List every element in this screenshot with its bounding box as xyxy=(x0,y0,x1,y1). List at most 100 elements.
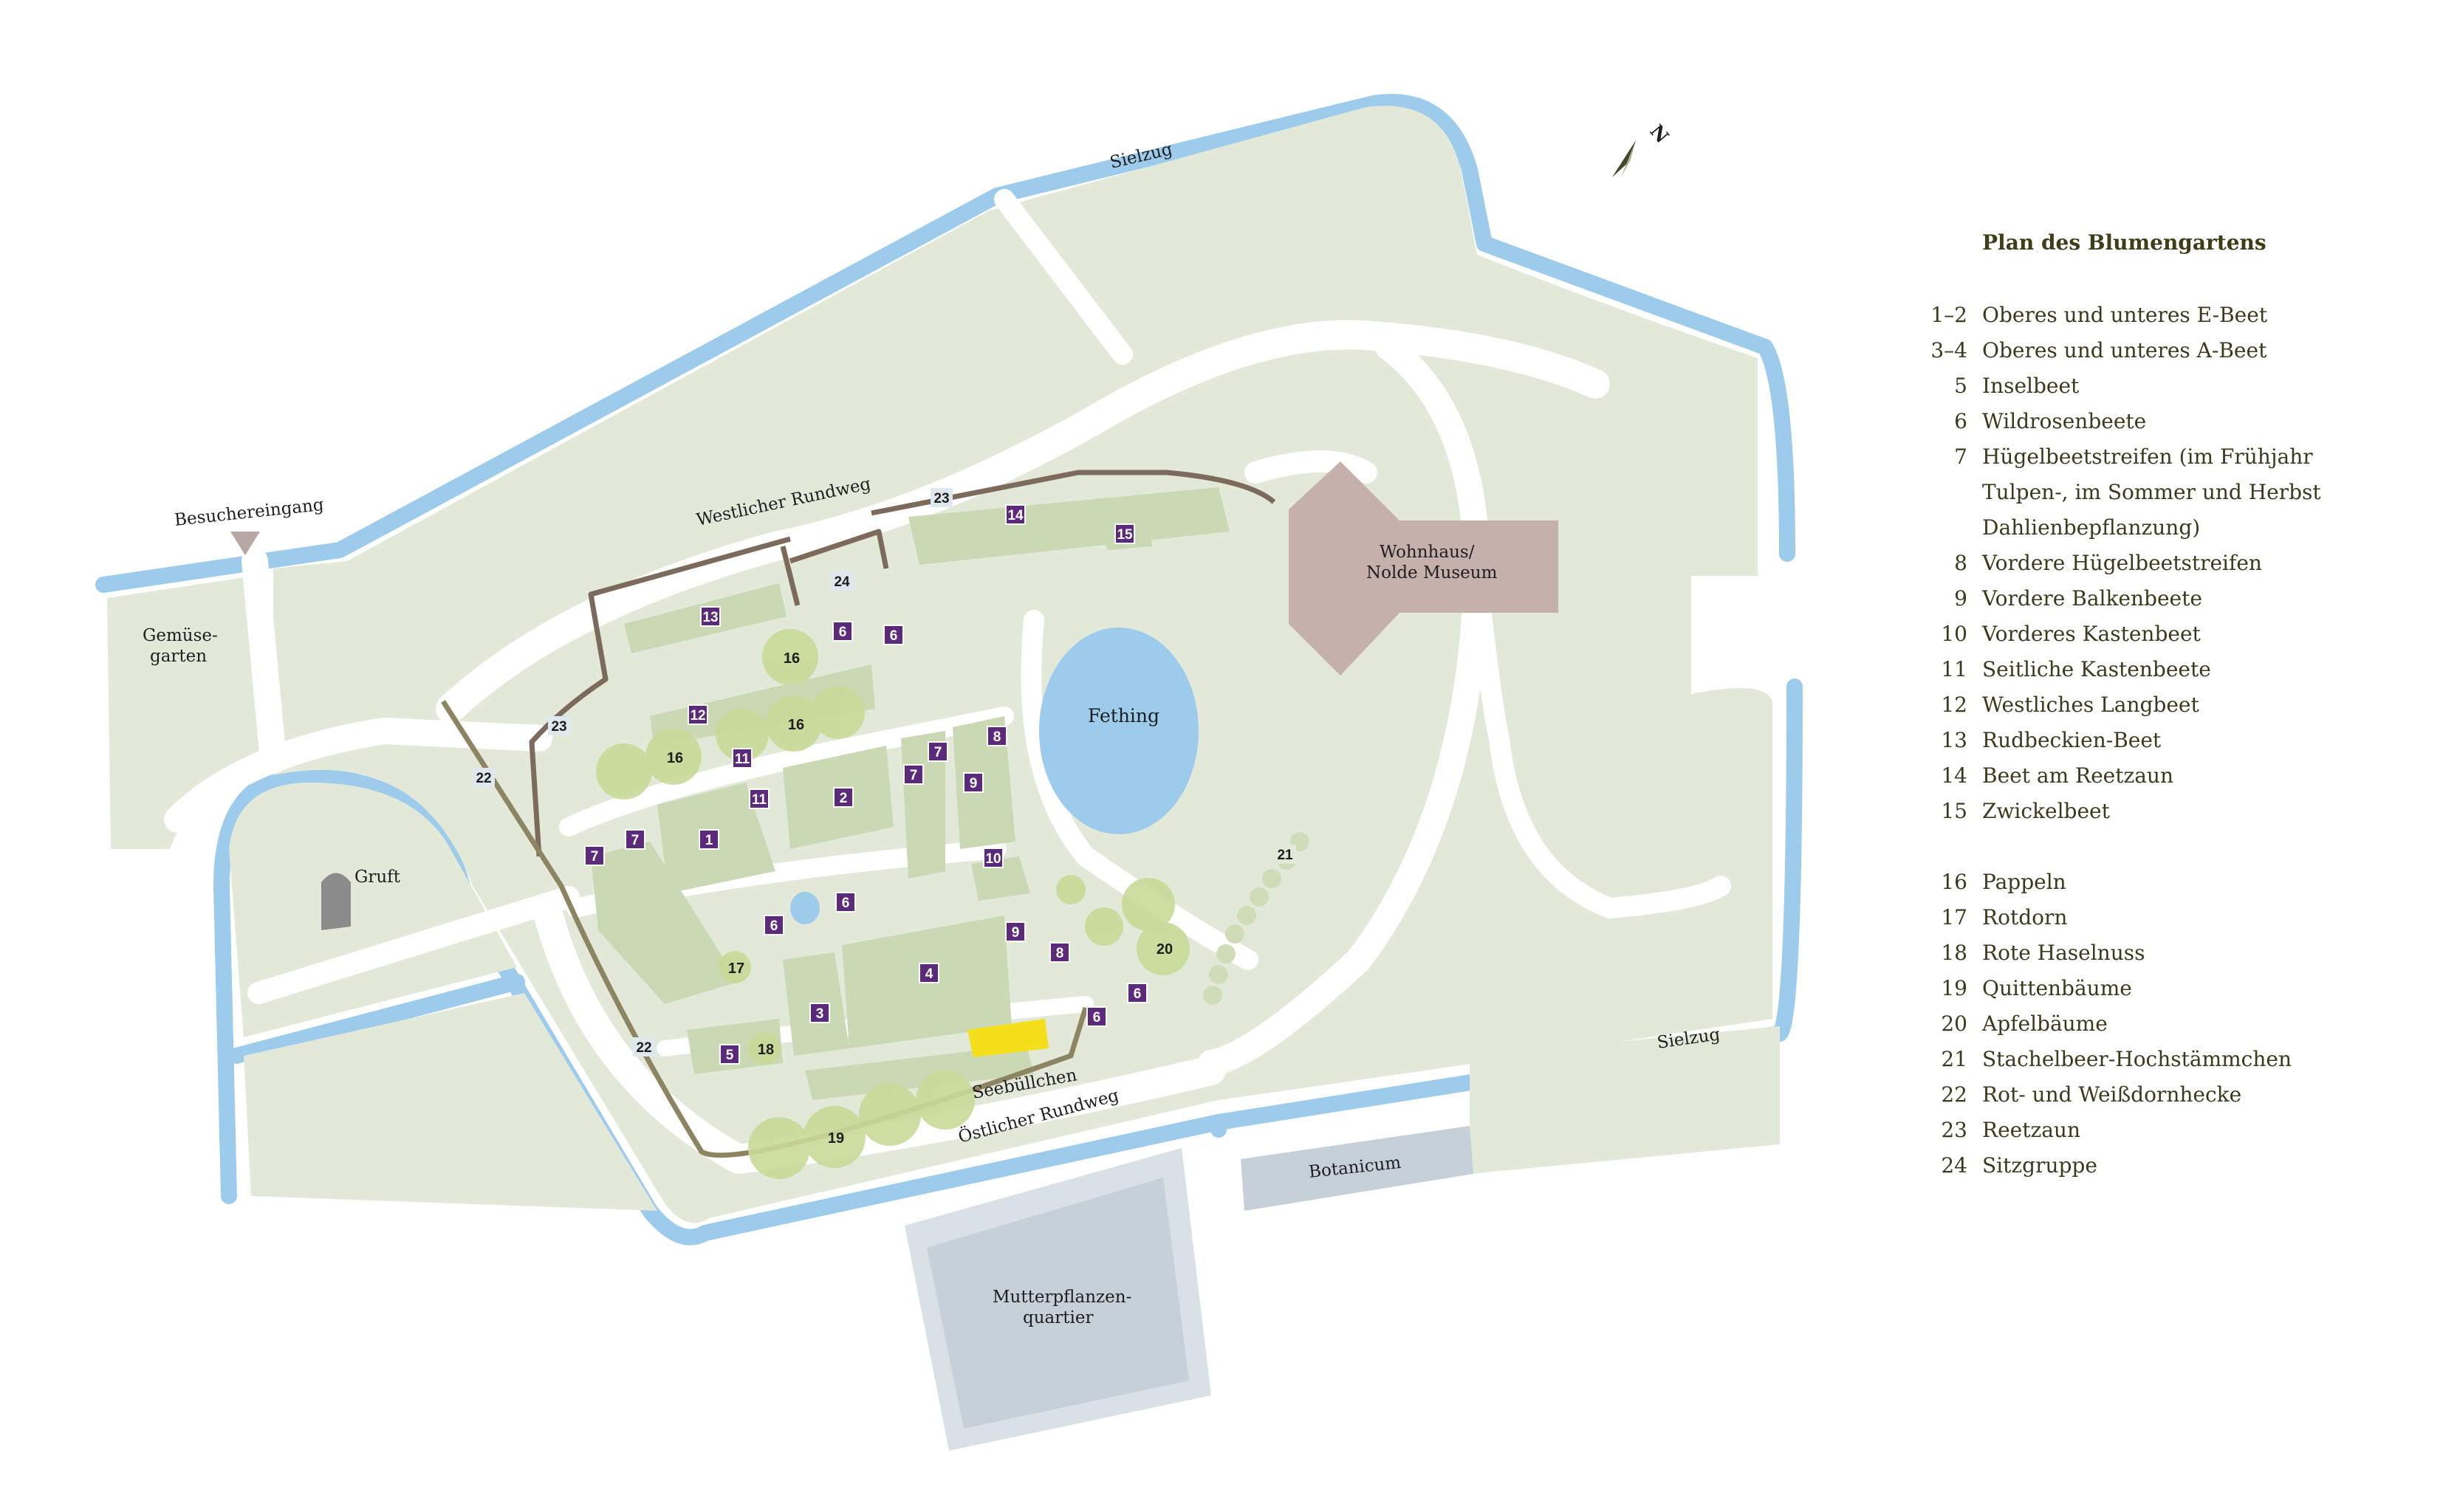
feature-markers: 24 23 23 22 22 21 xyxy=(473,488,1296,1056)
svg-text:13: 13 xyxy=(702,610,718,625)
feature-marker: 24 xyxy=(831,571,853,591)
tree-labels: 16 16 16 17 18 19 20 xyxy=(667,650,1173,1147)
bed-badge: 6 xyxy=(883,625,904,645)
tree-circle xyxy=(596,743,652,800)
legend-text: Oberes und unteres A-Beet xyxy=(1982,338,2267,362)
entrance-marker xyxy=(230,532,260,555)
svg-text:5: 5 xyxy=(726,1048,734,1063)
paths xyxy=(164,189,1731,1174)
legend-text: Stachelbeer-Hochstämmchen xyxy=(1982,1047,2292,1071)
label-wohnhaus-2: Nolde Museum xyxy=(1366,563,1498,583)
legend-item: 7 Hügelbeetstreifen (im Frühjahr xyxy=(1905,439,2422,475)
path-east-loop xyxy=(1198,334,1490,1076)
tree-circle xyxy=(719,951,751,983)
legend-item: 10 Vorderes Kastenbeet xyxy=(1905,616,2422,652)
legend-num: 11 xyxy=(1941,657,1967,681)
bed-badge: 3 xyxy=(809,1003,830,1023)
legend-num: 7 xyxy=(1954,444,1967,469)
legend-text: Westliches Langbeet xyxy=(1982,693,2199,717)
bed-badge: 11 xyxy=(732,748,753,769)
bed-badge: 8 xyxy=(987,726,1007,746)
wohnhaus-nolde-museum xyxy=(1289,461,1558,676)
sielzug-canal-east xyxy=(1210,678,1803,1138)
bed-badge: 9 xyxy=(963,772,984,793)
tree-circle xyxy=(1085,907,1123,946)
small-pond xyxy=(790,892,820,924)
svg-text:8: 8 xyxy=(993,729,1001,745)
tree-circle xyxy=(916,1071,975,1130)
tree-label: 18 xyxy=(758,1042,774,1058)
bed-badge: 6 xyxy=(764,915,784,935)
legend-num: 10 xyxy=(1941,622,1967,646)
legend-text: Hügelbeetstreifen (im Frühjahr xyxy=(1982,444,2313,469)
legend-text: Rote Haselnuss xyxy=(1982,941,2145,965)
legend-text: Reetzaun xyxy=(1982,1118,2080,1142)
bed-shape-west xyxy=(591,842,739,1004)
legend-item: 18 Rote Haselnuss xyxy=(1905,935,2422,971)
legend-num: 18 xyxy=(1941,941,1967,965)
svg-text:6: 6 xyxy=(839,625,847,640)
legend-text: Vordere Balkenbeete xyxy=(1982,586,2202,611)
legend-text: Vorderes Kastenbeet xyxy=(1982,622,2201,646)
legend-text: Rot- und Weißdornhecke xyxy=(1982,1082,2242,1107)
tree-circle xyxy=(859,1084,921,1146)
svg-text:7: 7 xyxy=(910,768,918,783)
legend-text: Oberes und unteres E-Beet xyxy=(1982,303,2268,327)
tree-circle xyxy=(1122,878,1175,931)
path-entrance xyxy=(241,548,287,774)
bed-badge: 15 xyxy=(1114,523,1135,544)
svg-text:11: 11 xyxy=(752,792,767,808)
tree-circle xyxy=(1137,922,1190,975)
tree-circle xyxy=(766,695,822,752)
north-arrow: N xyxy=(1612,120,1673,177)
feature-marker: 23 xyxy=(548,716,570,735)
svg-text:12: 12 xyxy=(690,708,705,724)
legend-text: Dahlienbepflanzung) xyxy=(1982,515,2201,540)
tree-circle xyxy=(762,629,818,685)
legend-num: 24 xyxy=(1941,1153,1967,1178)
path-east-right xyxy=(1467,566,1731,918)
label-wohnhaus-1: Wohnhaus/ xyxy=(1380,543,1475,562)
lawn-east-strip xyxy=(1470,1026,1780,1174)
svg-text:4: 4 xyxy=(925,966,933,982)
legend-item: Dahlienbepflanzung) xyxy=(1905,510,2422,546)
svg-text:9: 9 xyxy=(970,776,978,791)
gruft-shape xyxy=(321,873,351,930)
path-fething-loop xyxy=(1021,610,1258,970)
feature-marker: 21 xyxy=(1274,845,1296,864)
tree-circle xyxy=(1056,875,1086,904)
legend-item: Tulpen-, im Sommer und Herbst xyxy=(1905,475,2422,510)
legend-text: Seitliche Kastenbeete xyxy=(1982,657,2211,681)
svg-text:21: 21 xyxy=(1277,848,1293,863)
legend-text: Vordere Hügelbeetstreifen xyxy=(1982,551,2262,575)
feature-marker: 22 xyxy=(633,1037,655,1056)
tree-circle xyxy=(748,1117,810,1179)
canal xyxy=(95,94,1803,1245)
canal-west-arm xyxy=(228,974,525,1064)
tree-circle xyxy=(748,1032,781,1065)
legend-num: 6 xyxy=(1954,409,1967,433)
fething-pond xyxy=(1039,628,1199,834)
tree-circle xyxy=(645,729,702,785)
svg-text:7: 7 xyxy=(934,745,942,760)
bed-badge: 6 xyxy=(832,621,853,642)
bed-badge: 7 xyxy=(584,845,605,866)
bed-shape-seebuellchen xyxy=(805,1045,1034,1100)
tree-circle xyxy=(812,686,865,739)
bed-badge: 14 xyxy=(1005,504,1026,525)
legend-text: Apfelbäume xyxy=(1982,1011,2108,1036)
bed-badge: 12 xyxy=(688,704,708,725)
bed-badge: 7 xyxy=(903,764,924,785)
legend-num xyxy=(1905,475,1982,510)
bed-badges: 13 14 15 6 6 12 11 11 1 2 7 7 7 7 8 9 10… xyxy=(584,504,1148,1065)
